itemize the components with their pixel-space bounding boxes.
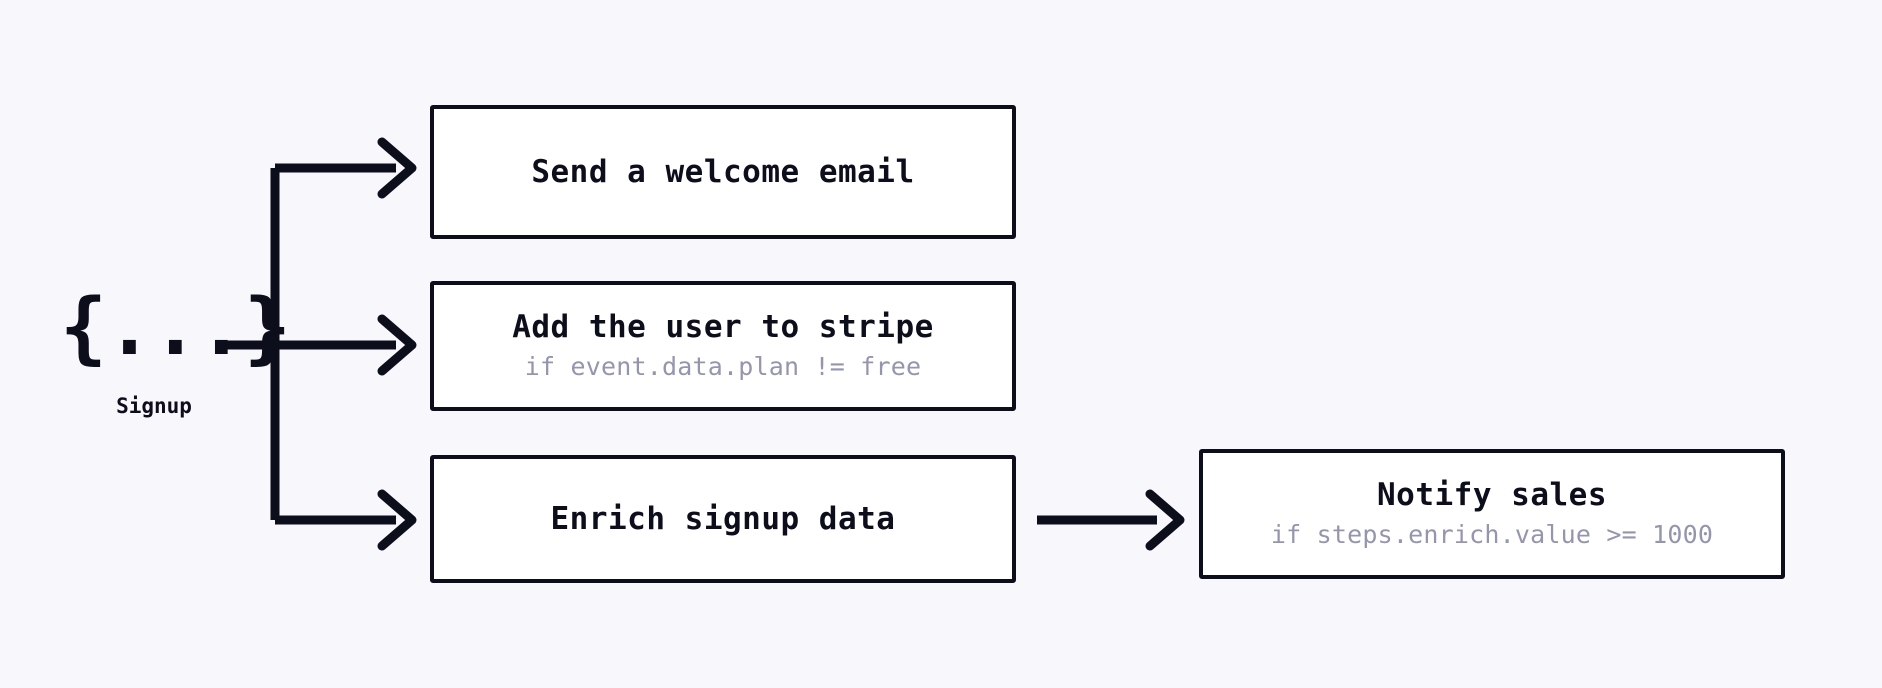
- step-condition: if steps.enrich.value >= 1000: [1270, 520, 1714, 550]
- step-node-add-stripe[interactable]: Add the user to stripe if event.data.pla…: [430, 281, 1016, 411]
- step-title: Notify sales: [1377, 477, 1607, 514]
- step-node-enrich-data[interactable]: Enrich signup data: [430, 455, 1016, 583]
- arrowhead-notify-sales: [1145, 489, 1185, 551]
- arrowhead-enrich-data: [377, 489, 417, 551]
- trigger-node[interactable]: {...} Signup: [60, 283, 291, 418]
- step-title: Enrich signup data: [550, 500, 896, 537]
- trigger-label: Signup: [116, 393, 192, 418]
- arrowhead-welcome-email: [377, 137, 417, 199]
- step-condition: if event.data.plan != free: [524, 352, 922, 382]
- step-node-welcome-email[interactable]: Send a welcome email: [430, 105, 1016, 239]
- arrowhead-add-stripe: [377, 314, 417, 376]
- step-node-notify-sales[interactable]: Notify sales if steps.enrich.value >= 10…: [1199, 449, 1785, 579]
- json-event-braces-icon: {...}: [60, 283, 291, 373]
- step-title: Send a welcome email: [531, 153, 915, 190]
- step-title: Add the user to stripe: [512, 309, 934, 346]
